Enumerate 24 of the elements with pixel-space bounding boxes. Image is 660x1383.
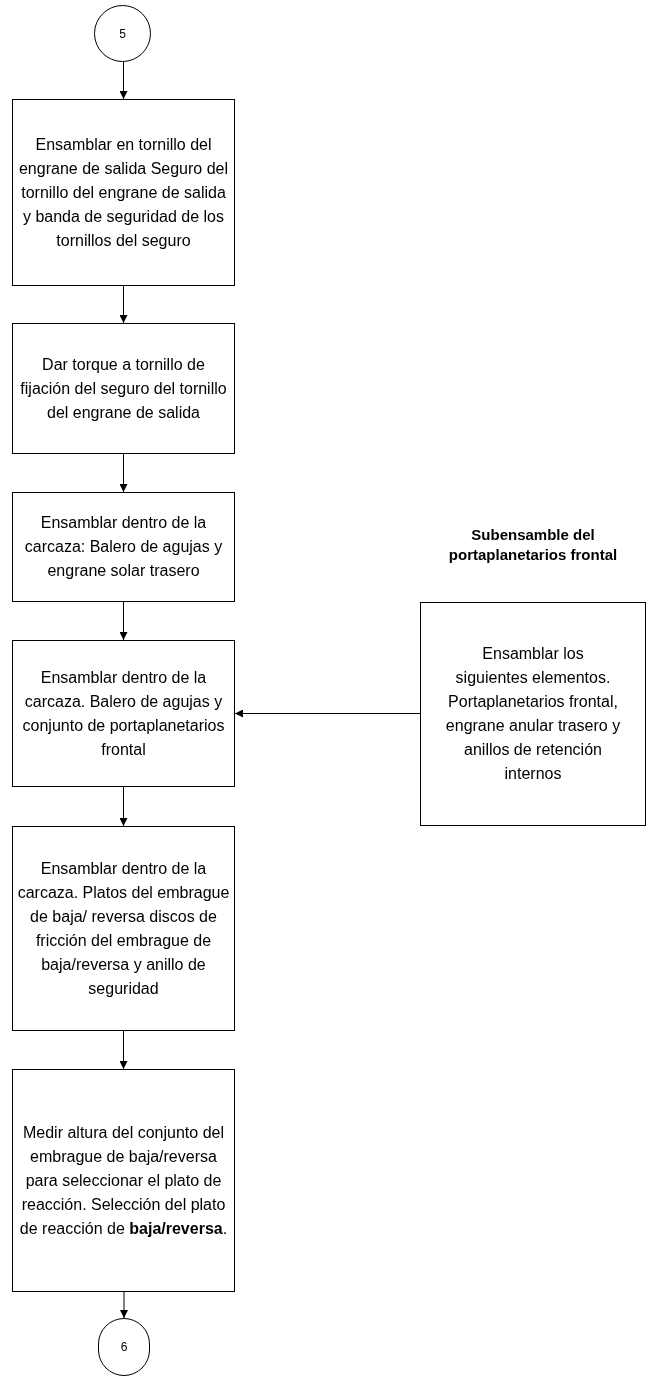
arrow: [120, 1291, 128, 1319]
arrow: [119, 601, 128, 641]
process-box: [12, 640, 235, 787]
process-box: [12, 1069, 235, 1292]
connector-number: 5: [119, 25, 126, 43]
step-text: Ensamblar dentro de la carcaza. Balero de agujas y conjunto de portaplanetarios frontal: [21, 667, 226, 760]
arrow: [119, 453, 128, 493]
connector-number: 6: [120, 1339, 128, 1356]
process-box: [12, 826, 235, 1031]
arrow: [119, 285, 128, 324]
process-box: [12, 99, 235, 286]
step-text: Ensamblar los siguientes elementos. Portaplanetarios frontal, engrane anular trasero y anillos de retención internos: [444, 644, 622, 784]
process-box: [12, 323, 235, 454]
process-box: [12, 492, 235, 602]
step-text: Ensamblar dentro de la carcaza. Platos del embrague de baja/ reversa discos de fricción del embrague de baja/reversa y anillo de seguridad: [17, 858, 230, 999]
step-text: Medir altura del conjunto del embrague de baja/reversa para seleccionar el plato de reacción. Selección del plato de reacción de baja/reversa.: [18, 1122, 229, 1239]
arrow: [119, 61, 128, 100]
arrow: [234, 709, 421, 718]
arrow: [119, 1030, 128, 1070]
step-text: Dar torque a tornillo de fijación del seguro del tornillo del engrane de salida: [19, 354, 228, 423]
step-text: Ensamblar en tornillo del engrane de salida Seguro del tornillo del engrane de salida y banda de seguridad de los tornillos del seguro: [17, 134, 229, 251]
step-text: Ensamblar dentro de la carcaza: Balero de agujas y engrane solar trasero: [23, 513, 224, 581]
arrow: [119, 786, 128, 827]
subassembly-heading: Subensamble del portaplanetarios frontal: [447, 525, 619, 565]
